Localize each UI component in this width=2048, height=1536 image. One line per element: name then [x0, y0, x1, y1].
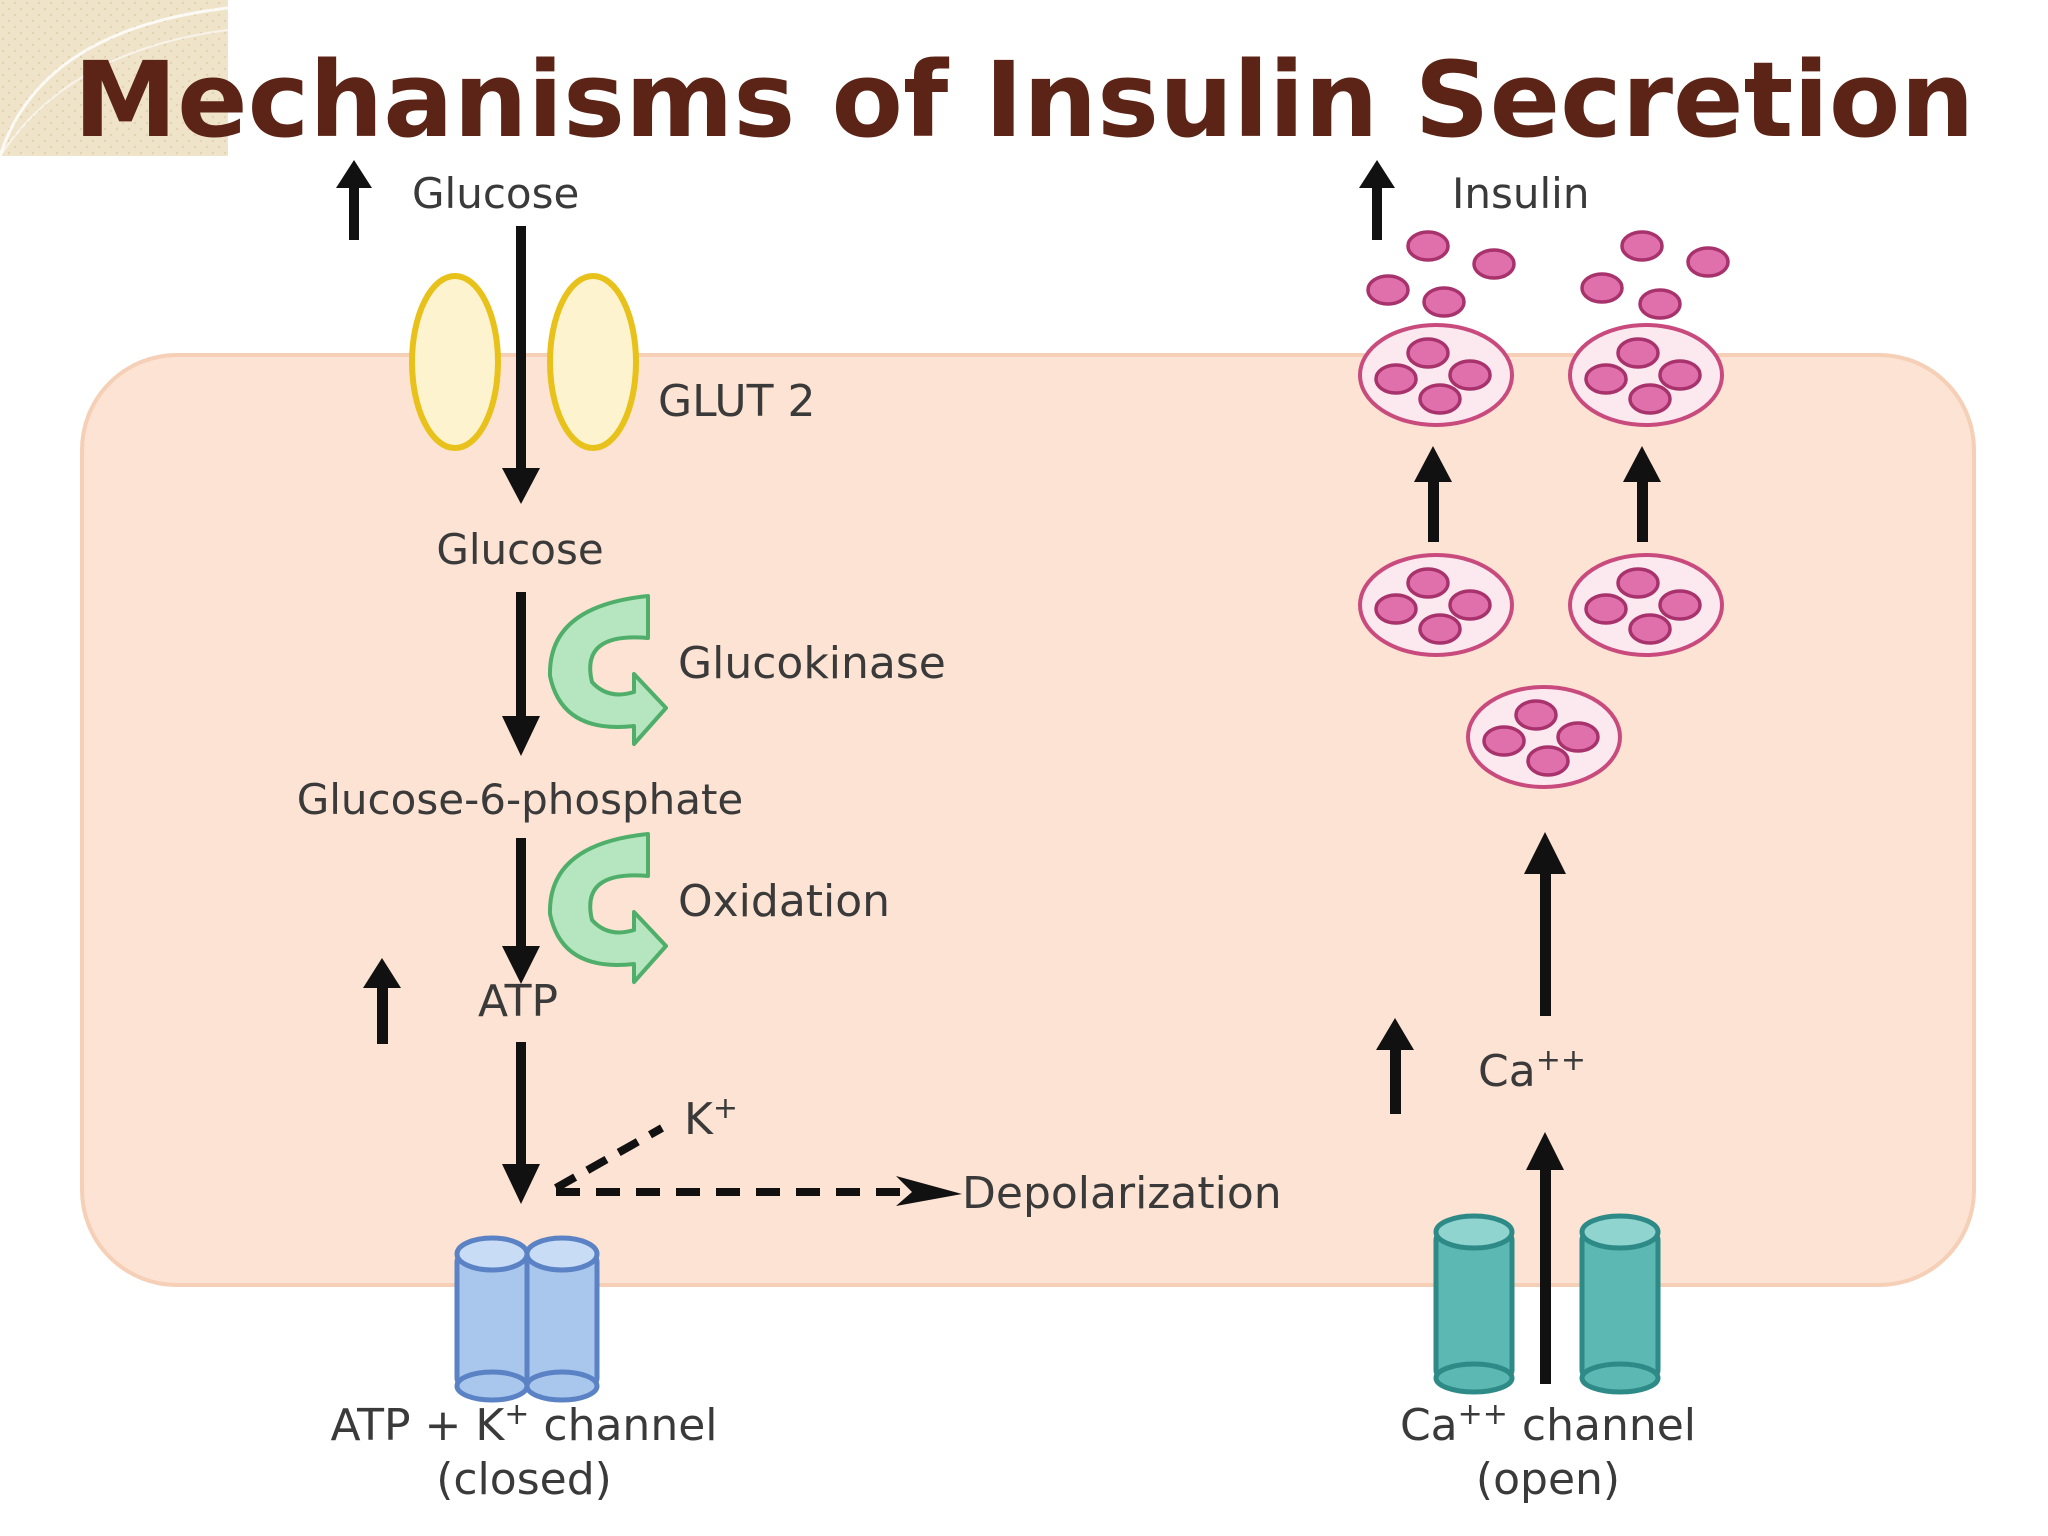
insulin-vesicle-icon [1568, 323, 1724, 427]
label-ca-channel: Ca++ channel [1400, 1397, 1696, 1451]
arrow-atp-to-channel [502, 1042, 540, 1204]
label-ca-sup: ++ [1536, 1043, 1586, 1078]
insulin-granule [1616, 337, 1660, 369]
insulin-vesicle-icon [1358, 323, 1514, 427]
insulin-granule [1514, 699, 1558, 731]
label-glut2: GLUT 2 [658, 376, 815, 427]
label-glucose-intracellular: Glucose [436, 525, 603, 574]
label-insulin: Insulin [1452, 169, 1589, 218]
insulin-granule [1418, 613, 1462, 645]
label-atp-k-channel: ATP + K+ channel [330, 1397, 717, 1451]
label-k-sup: + [713, 1091, 738, 1126]
vesicle-membrane [1568, 553, 1724, 657]
insulin-granule [1584, 363, 1628, 395]
insulin-granule [1482, 725, 1526, 757]
arrow-vesicle-left [1414, 446, 1452, 542]
insulin-granule [1526, 745, 1570, 777]
insulin-granule [1628, 613, 1672, 645]
arrow-g6p-to-atp [502, 838, 540, 984]
insulin-granule [1580, 272, 1624, 304]
insulin-granule [1658, 589, 1702, 621]
arrow-vesicle-right [1623, 446, 1661, 542]
label-ca-channel-base: Ca [1400, 1400, 1458, 1451]
insulin-granule [1556, 721, 1600, 753]
label-atp-k-channel-a: ATP + K [330, 1400, 505, 1451]
insulin-granule [1628, 383, 1672, 415]
insulin-granule [1422, 286, 1466, 318]
label-depolarization: Depolarization [962, 1168, 1282, 1219]
label-ca-channel-sup: ++ [1458, 1397, 1508, 1432]
label-oxidation: Oxidation [678, 876, 890, 927]
insulin-granule [1448, 589, 1492, 621]
slide-title: Mechanisms of Insulin Secretion [74, 39, 1975, 161]
vesicle-membrane [1358, 553, 1514, 657]
label-atp: ATP [478, 976, 558, 1027]
increase-arrow-atp [363, 958, 401, 1044]
insulin-granule [1616, 567, 1660, 599]
released-insulin-group [1366, 230, 1730, 320]
arrow-glucose-transport [502, 226, 540, 504]
insulin-granule [1584, 593, 1628, 625]
arrow-ca-to-vesicles [1524, 832, 1566, 1016]
insulin-granule [1366, 274, 1410, 306]
insulin-granule [1620, 230, 1664, 262]
insulin-granule [1658, 359, 1702, 391]
insulin-granule [1374, 593, 1418, 625]
dashed-arrow-depolarization [556, 1176, 962, 1206]
insulin-granule [1418, 383, 1462, 415]
insulin-vesicle-icon [1568, 553, 1724, 657]
insulin-granule [1472, 248, 1516, 280]
label-k-base: K [684, 1094, 714, 1145]
dashed-arrow-k [554, 1124, 664, 1192]
label-ca-base: Ca [1478, 1046, 1536, 1097]
label-ca-channel-b: channel [1508, 1400, 1696, 1451]
label-atp-k-channel-b: channel [529, 1400, 717, 1451]
vesicle-group [1358, 323, 1724, 789]
insulin-granule [1406, 230, 1450, 262]
atp-sensitive-k-channel-icon [454, 1235, 600, 1403]
vesicle-membrane [1358, 323, 1514, 427]
insulin-granule [1686, 246, 1730, 278]
decorative-corner [0, 0, 229, 157]
label-atp-k-channel-state: (closed) [436, 1454, 612, 1505]
curved-reaction-arrow-icon [547, 594, 668, 746]
insulin-granule [1638, 288, 1682, 320]
arrow-glucose-to-g6p [502, 592, 540, 756]
vesicle-membrane [1466, 685, 1622, 789]
insulin-vesicle-icon [1466, 685, 1622, 789]
curved-reaction-arrow-icon [547, 832, 668, 984]
insulin-vesicle-icon [1358, 553, 1514, 657]
arrow-ca-influx [1526, 1132, 1564, 1384]
insulin-granule [1406, 337, 1450, 369]
label-glucose-6-phosphate: Glucose-6-phosphate [297, 775, 744, 824]
increase-arrow-glucose [336, 160, 372, 240]
label-glucose-extracellular: Glucose [412, 169, 579, 218]
label-ca-channel-state: (open) [1476, 1454, 1620, 1505]
label-k-plus: K+ [684, 1091, 738, 1145]
increase-arrow-ca [1376, 1018, 1414, 1114]
insulin-granule [1374, 363, 1418, 395]
label-atp-k-channel-sup: + [504, 1397, 529, 1432]
calcium-channel-icon [1433, 1213, 1661, 1395]
glut2-transporter-icon [409, 273, 639, 451]
label-glucokinase: Glucokinase [678, 638, 946, 689]
increase-arrow-insulin [1359, 160, 1395, 240]
insulin-granule [1448, 359, 1492, 391]
label-ca: Ca++ [1478, 1043, 1586, 1097]
insulin-granule [1406, 567, 1450, 599]
vesicle-membrane [1568, 323, 1724, 427]
